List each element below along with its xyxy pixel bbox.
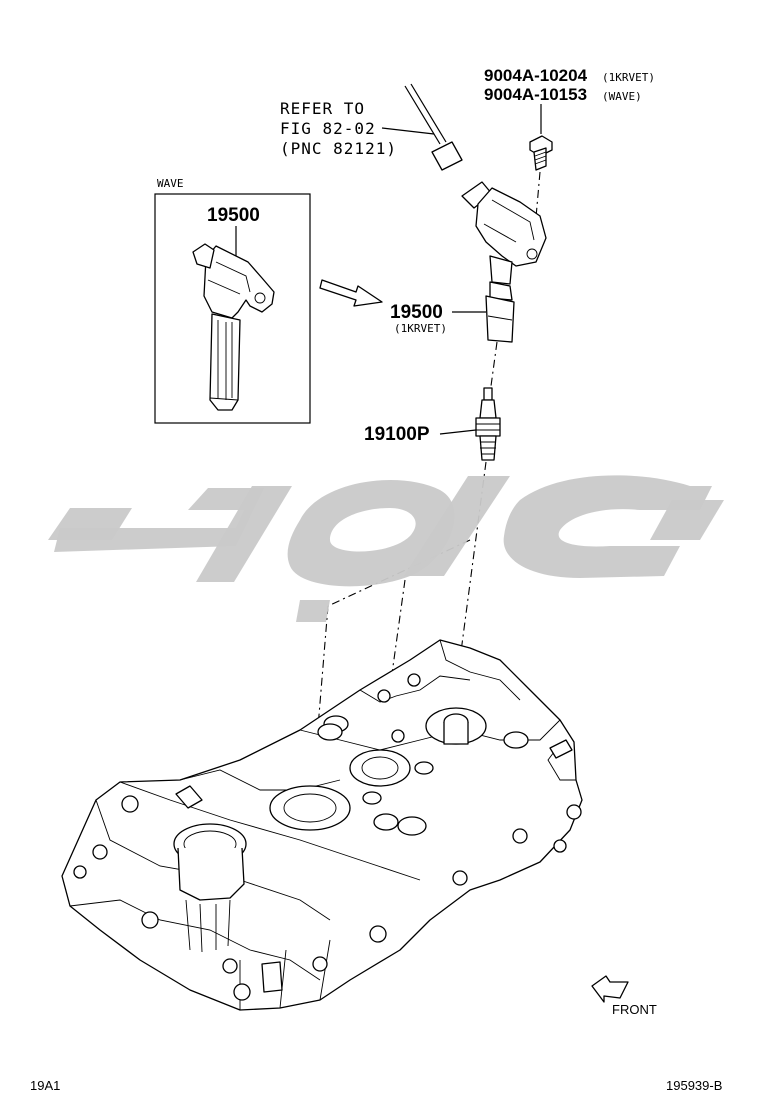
inset-wave-variant: WAVE 19500 [154,177,311,424]
refer-to-line-3: (PNC 82121) [280,139,397,158]
inset-coil-part-number: 19500 [207,205,260,226]
bolt-part-number-1: 9004A-10204 [484,66,588,85]
refer-to-line-1: REFER TO [280,99,365,118]
front-direction-arrow-icon [591,975,629,1003]
wave-ignition-coil-drawing [192,243,275,411]
bolt-part-number-2: 9004A-10153 [484,85,587,104]
coil-dashed-guide [490,341,498,387]
spark-plug-leader [439,429,477,435]
watermark-logo [48,475,724,622]
spark-plug-drawing [475,387,501,461]
footer-right-code: 195939-B [666,1078,722,1093]
coil-part-number-note: (1KRVET) [394,322,447,335]
spark-plug-part-number: 19100P [364,424,430,445]
cylinder-head-drawing [61,639,583,1011]
inset-frame [154,193,311,424]
refer-leader [381,127,435,135]
bolt-part-number-2-note: (WAVE) [602,90,642,103]
refer-to-line-2: FIG 82-02 [280,119,376,138]
variant-arrow [319,279,383,307]
footer-left-code: 19A1 [30,1078,60,1093]
inset-title: WAVE [157,177,184,190]
main-ignition-coil-drawing [461,181,547,343]
wire-harness [381,83,463,171]
bolt-drawing [529,135,553,171]
front-label: FRONT [612,1002,657,1017]
coil-part-number: 19500 [390,302,443,323]
bolt-part-number-1-note: (1KRVET) [602,71,655,84]
